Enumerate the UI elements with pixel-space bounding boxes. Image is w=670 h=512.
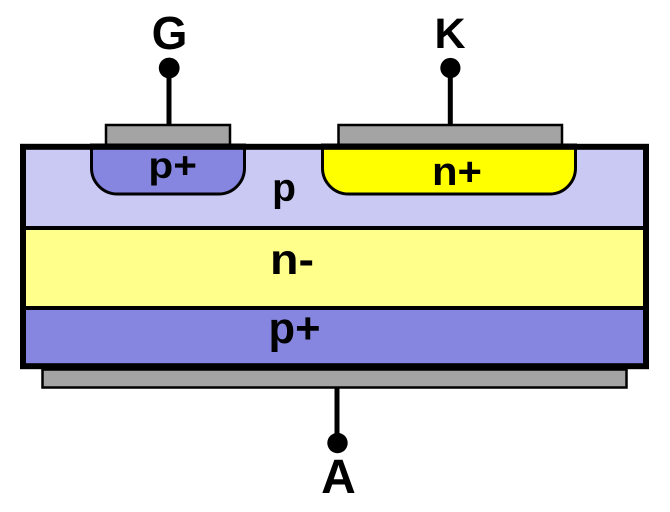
svg-text:p+: p+	[269, 304, 321, 353]
svg-text:A: A	[321, 451, 356, 504]
svg-text:K: K	[434, 10, 465, 58]
svg-text:n+: n+	[432, 150, 482, 194]
svg-text:p: p	[272, 167, 296, 210]
svg-text:n-: n-	[270, 236, 314, 284]
svg-text:p+: p+	[148, 145, 197, 186]
svg-text:G: G	[152, 7, 188, 59]
